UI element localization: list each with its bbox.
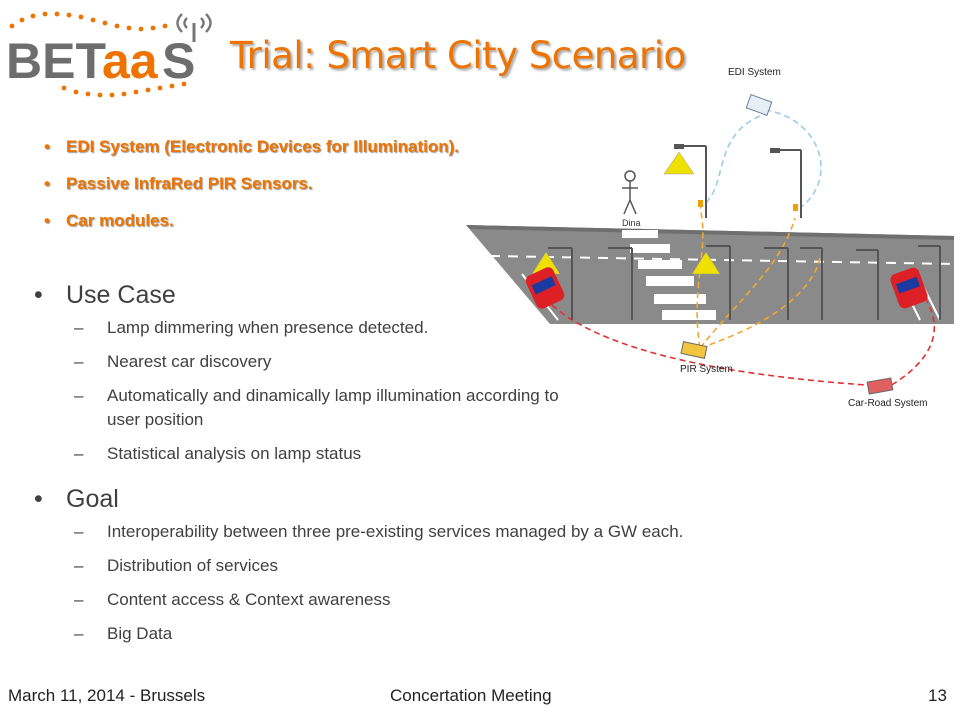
intro-bullet-edi: EDI System (Electronic Devices for Illum… [44,136,459,173]
logo-text-s: S [162,33,195,89]
dash-marker: – [74,590,84,609]
goal-item-text: Big Data [107,624,173,643]
smart-city-diagram: Dina EDI System PIR System Car-Road Syst… [460,58,960,418]
lamp-post-2 [770,148,802,218]
diagram-svg: Dina EDI System PIR System Car-Road Syst… [466,67,955,409]
road-center-line [489,255,955,265]
footer-page-number: 13 [928,686,947,705]
use-case-item-text: Nearest car discovery [107,352,272,371]
pir-sensor-2 [793,204,798,211]
use-case-item: – Automatically and dinamically lamp illu… [34,384,559,408]
use-case-item-text: Statistical analysis on lamp status [107,444,362,463]
goal-section: Goal – Interoperability between three pre… [34,484,683,656]
goal-list: – Interoperability between three pre-exis… [34,520,683,646]
logo-text-aa: aa [102,33,159,89]
edi-gateway-icon [745,94,773,116]
dash-marker: – [74,352,84,371]
goal-item: – Big Data [34,622,683,646]
intro-bullets: EDI System (Electronic Devices for Illum… [44,136,459,247]
lamp-light-1 [663,151,695,175]
dash-marker: – [74,556,84,575]
logo-dotted-arc [9,11,187,98]
dash-marker: – [74,318,84,337]
lamp-light-3 [691,251,721,275]
pir-sensor-1 [698,200,703,207]
goal-heading: Goal [34,484,683,514]
road [466,225,954,324]
intro-bullet-car: Car modules. [44,210,459,247]
slide-title: Trial: Smart City Scenario [230,34,686,77]
use-case-section: Use Case – Lamp dimmering when presence d… [34,280,559,476]
lamp-post-1 [663,144,707,218]
roadside-lamps [548,245,941,320]
goal-item: – Content access & Context awareness [34,588,683,612]
use-case-item: – Nearest car discovery [34,350,559,374]
use-case-item: – Statistical analysis on lamp status [34,442,559,466]
use-case-heading: Use Case [34,280,559,310]
car-road-system-label: Car-Road System [848,398,927,409]
use-case-item-text: Lamp dimmering when presence detected. [107,318,429,337]
goal-item-text: Distribution of services [107,556,279,575]
goal-item: – Distribution of services [34,554,683,578]
edi-links [699,109,822,209]
edi-system-label: EDI System [728,67,781,78]
logo-graphic: BET aa S [6,11,212,98]
pir-system-label: PIR System [680,364,733,375]
dash-marker: – [74,386,84,405]
dash-marker: – [74,522,84,541]
goal-item: – Interoperability between three pre-exis… [34,520,683,544]
logo-text-bet: BET [6,33,106,89]
use-case-item: – Lamp dimmering when presence detected. [34,316,559,340]
car-road-gateway-icon [866,377,894,395]
pir-links [696,207,821,349]
footer-date-location: March 11, 2014 - Brussels [8,686,206,705]
intro-bullet-pir: Passive InfraRed PIR Sensors. [44,173,459,210]
pir-gateway-icon [680,341,708,359]
betaas-logo: BET aa S [4,6,218,102]
person-icon [622,170,638,215]
crosswalk [622,230,716,320]
goal-item-text: Interoperability between three pre-exist… [107,522,684,541]
dash-marker: – [74,624,84,643]
car-right [890,267,928,309]
road-edge [466,225,954,240]
use-case-list: –Lamp dimmering when presence detected. … [34,316,559,466]
footer-event: Concertation Meeting [390,686,552,705]
dash-marker: – [74,444,84,463]
use-case-item-text: user position [107,410,204,429]
person-label: Dina [622,218,641,228]
antenna-icon [176,13,212,42]
use-case-item-text: Automatically and dinamically lamp illum… [107,386,559,405]
goal-item-text: Content access & Context awareness [107,590,391,609]
use-case-item-continuation: user position [34,408,559,432]
